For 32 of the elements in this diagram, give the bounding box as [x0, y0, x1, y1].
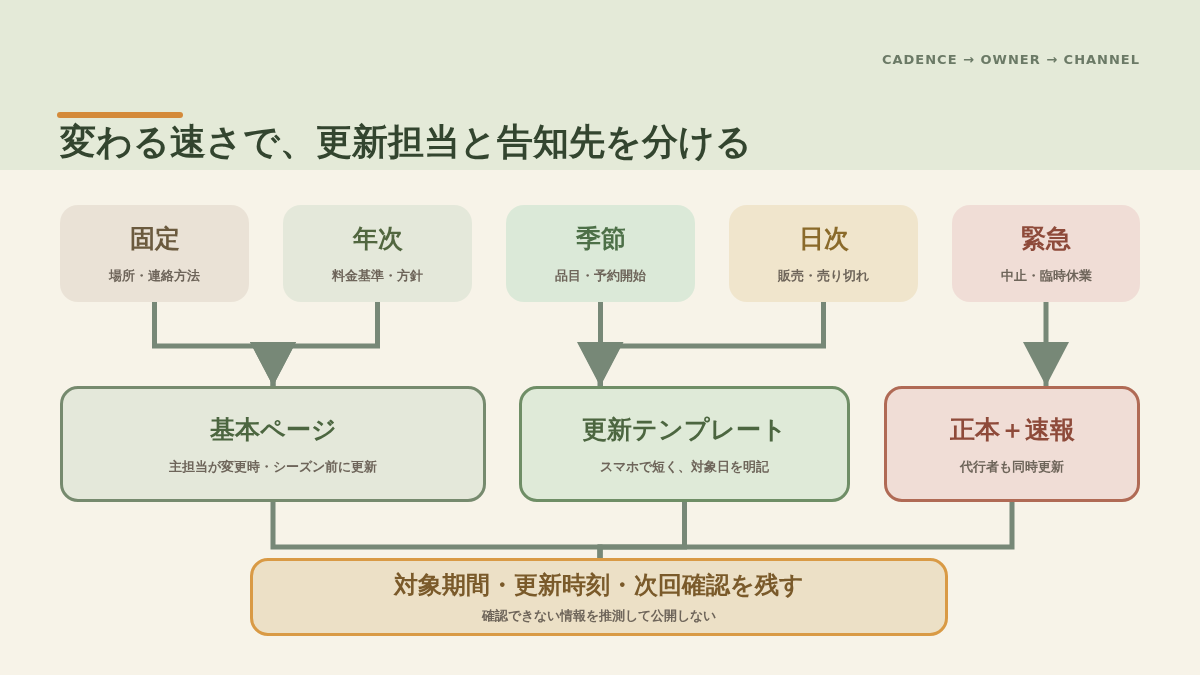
category-card	[729, 205, 918, 302]
box-description: 主担当が変更時・シーズン前に更新	[169, 457, 377, 476]
connector-arrow	[1023, 302, 1069, 386]
box-heading: 緊急	[1021, 223, 1071, 255]
box-heading: 日次	[798, 223, 849, 255]
box-heading: 更新テンプレート	[582, 413, 787, 446]
box-description: 料金基準・方針	[332, 267, 423, 285]
box-heading: 対象期間・更新時刻・次回確認を残す	[394, 569, 804, 601]
box-heading: 基本ページ	[209, 413, 337, 446]
box-description: 代行者も同時更新	[960, 457, 1064, 476]
title: 変わる速さで、更新担当と告知先を分ける	[60, 119, 752, 164]
process-box	[519, 386, 850, 502]
connector-arrow	[577, 302, 826, 386]
connector-arrow	[250, 302, 380, 386]
box-description: 場所・連絡方法	[109, 267, 200, 285]
process-box	[60, 386, 486, 502]
category-card	[283, 205, 472, 302]
box-heading: 固定	[129, 223, 180, 255]
process-box	[250, 558, 948, 636]
flow-label: CADENCE → OWNER → CHANNEL	[881, 52, 1140, 67]
category-card	[506, 205, 695, 302]
box-heading: 年次	[352, 223, 403, 255]
box-description: 品目・予約開始	[555, 267, 646, 285]
category-card	[952, 205, 1140, 302]
process-box	[884, 386, 1140, 502]
box-heading: 正本＋速報	[949, 413, 1075, 446]
box-description: 確認できない情報を推測して公開しない	[482, 607, 716, 625]
box-description: スマホで短く、対象日を明記	[600, 457, 769, 476]
box-description: 中止・臨時休業	[1000, 267, 1092, 285]
category-card	[60, 205, 249, 302]
box-heading: 季節	[575, 223, 626, 255]
box-description: 販売・売り切れ	[778, 267, 869, 285]
